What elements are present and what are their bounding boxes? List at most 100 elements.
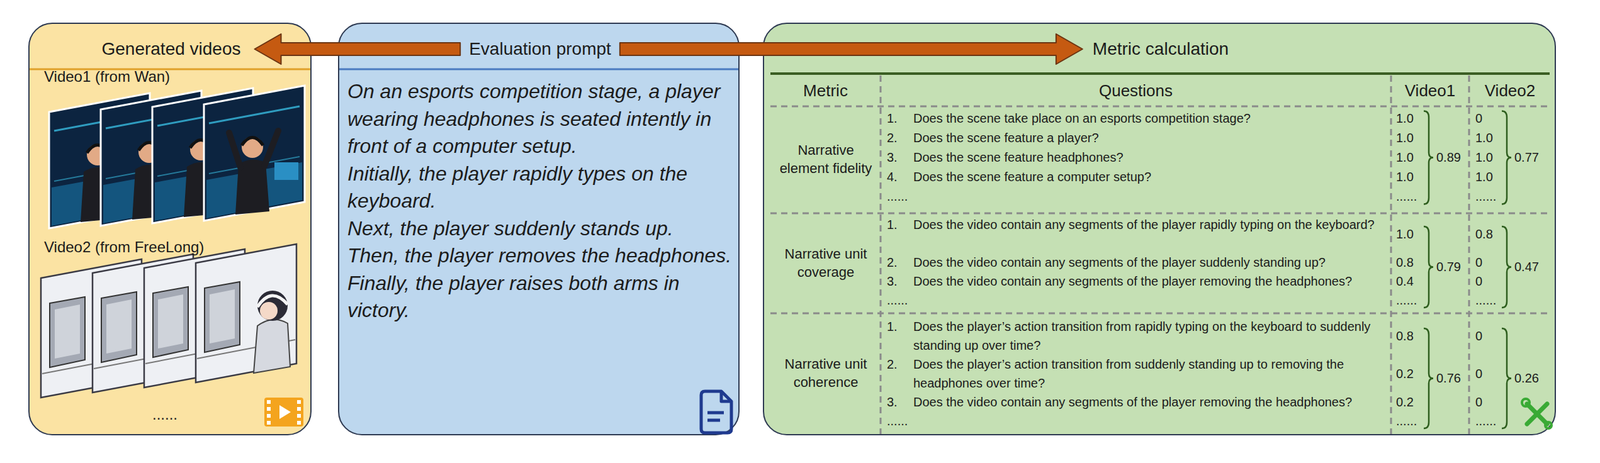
cell: 0.8 [1396,326,1422,346]
cell: Narrative unit coherence [772,313,879,435]
score: ...... [1396,293,1417,308]
ellipsis: ...... [152,405,178,424]
cell: Does the scene take place on an esports … [913,108,1387,129]
cell: 0.76 [1436,369,1467,389]
cell: Narrative element fidelity [772,106,879,214]
cell: 1. [886,108,911,129]
cell: 0.77 [1514,148,1548,168]
score: ...... [1396,189,1417,204]
cell: ...... [1475,290,1501,310]
score: 1.0 [1396,150,1414,165]
score: ...... [1396,414,1417,429]
cell: ...... [886,411,950,431]
cell: 1.0 [1475,129,1501,148]
table-header: Questions [1098,81,1173,101]
text-slot: Evaluation prompt [339,23,741,75]
cell: 0.2 [1396,392,1422,412]
question-number: 1. [886,108,898,129]
table-grid [770,75,1550,435]
score: 0.8 [1396,255,1414,271]
cell: 3. [886,147,911,168]
text-slot: Metric calculation [764,23,1558,75]
question-number: 3. [886,271,898,291]
question-number: 2. [886,128,898,148]
cell: 1.0 [1396,148,1422,168]
cell: Questions [880,74,1392,107]
panel-title: Evaluation prompt [468,39,612,60]
score: 0 [1475,366,1483,382]
cell: Does the scene feature a player? [913,128,1387,148]
cell: 1. [886,317,911,355]
cell: 1.0 [1396,224,1422,244]
tools-icon [1521,399,1552,429]
aggregate-score: 0.76 [1436,371,1461,386]
prompt-body: On an esports competition stage, a playe… [347,78,733,325]
cell: Does the video contain any segments of t… [913,392,1387,412]
cell: 0.2 [1396,364,1422,384]
cell: 0 [1475,109,1501,129]
score: 0 [1475,395,1483,410]
score: ...... [1475,189,1497,204]
question-number: 4. [886,167,898,187]
question-number: 1. [886,317,898,337]
question-text: Does the video contain any segments of t… [913,271,1353,291]
cell: 2. [886,354,911,393]
score: 1.0 [1396,130,1414,146]
aggregate-score: 0.26 [1514,371,1539,386]
video2-frames [40,244,297,398]
video-label: Video2 (from FreeLong) [44,238,204,257]
cell: Does the player’s action transition from… [913,354,1387,393]
question-number: 1. [886,215,898,235]
score: 0 [1475,274,1483,289]
prompt-sentence: On an esports competition stage, a playe… [347,78,733,161]
score: 1.0 [1475,169,1493,185]
cell: Does the video contain any segments of t… [913,271,1387,291]
cell: 0.4 [1396,271,1422,291]
text-slot: Generated videos [29,23,313,75]
cell: 0.47 [1514,258,1548,277]
cell: 0.89 [1436,148,1467,168]
cell: Does the video contain any segments of t… [913,253,1387,272]
question-text: Does the scene feature headphones? [913,147,1124,168]
aggregate-score: 0.77 [1514,150,1539,165]
score: 0.4 [1396,274,1414,289]
header-rules [29,69,1550,74]
question-number: 3. [886,147,898,168]
score: 1.0 [1475,150,1493,165]
cell: ...... [1475,411,1501,431]
aggregate-score: 0.47 [1514,259,1539,275]
aggregate-score: 0.89 [1436,150,1461,165]
question-text: Does the scene feature a player? [913,128,1099,148]
text-slot: ...... [142,405,187,425]
block-arrow [619,33,1083,65]
cell: 0.8 [1396,253,1422,272]
score: ...... [1475,293,1497,308]
prompt-sentence: Next, the player suddenly stands up. [347,215,733,243]
cell: 1.0 [1396,109,1422,129]
question-text: Does the scene take place on an esports … [913,108,1251,129]
block-arrow [254,33,461,65]
cell: 0 [1475,326,1501,346]
cell: ...... [1475,187,1501,207]
cell: ...... [886,186,950,207]
cell: 0.26 [1514,369,1548,389]
score: 0 [1475,255,1483,271]
cell: 0 [1475,271,1501,291]
cell: Does the video contain any segments of t… [913,215,1387,254]
score: ...... [1475,414,1497,429]
cell: 2. [886,253,911,272]
cell: 0 [1475,364,1501,384]
prompt-sentence: Initially, the player rapidly types on t… [347,160,733,216]
cell: 0.79 [1436,258,1467,277]
question-number: 2. [886,354,898,374]
cell: Does the scene feature a computer setup? [913,167,1387,187]
film-icon [264,397,304,427]
score: 0 [1475,111,1483,126]
ellipsis: ...... [886,186,908,207]
score: 1.0 [1475,130,1493,146]
cell: 4. [886,167,911,187]
cell: ...... [886,290,950,310]
question-text: Does the video contain any segments of t… [913,215,1375,235]
document-icon [701,391,732,434]
score: 1.0 [1396,169,1414,185]
